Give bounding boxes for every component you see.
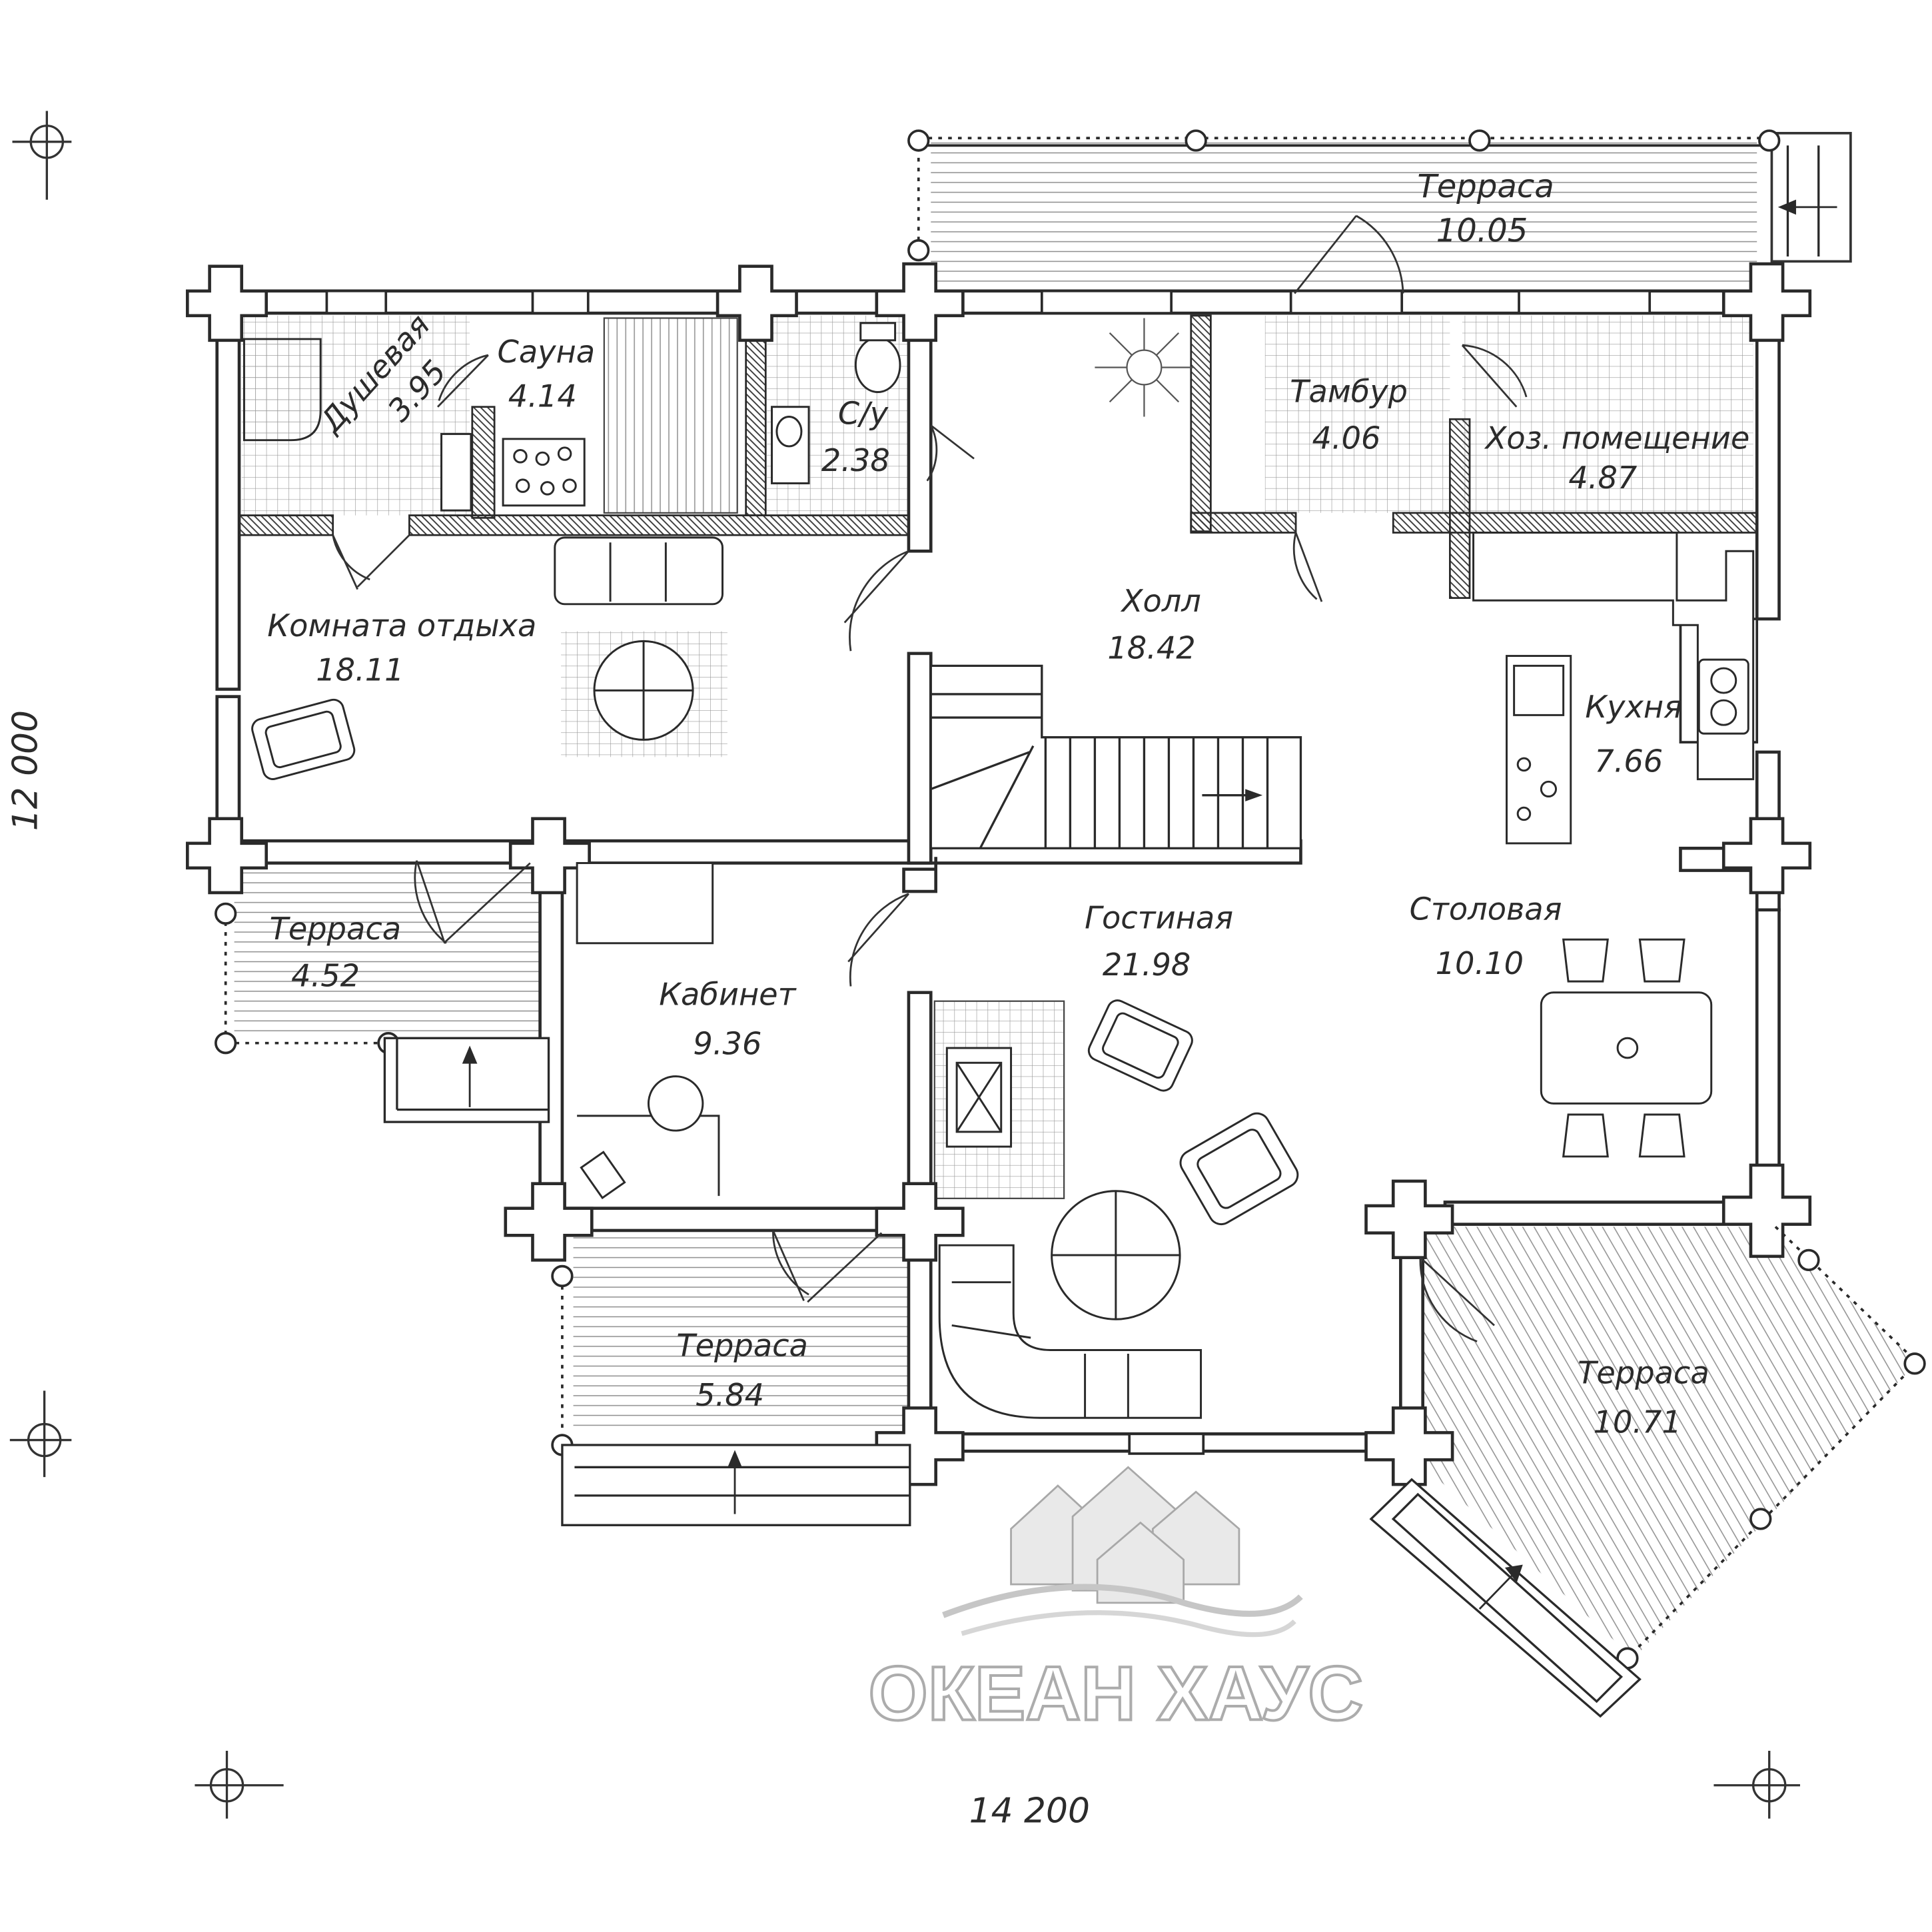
- shower-sink-icon: [440, 432, 472, 512]
- utility-floor: [1462, 315, 1753, 513]
- railing-posts: [215, 129, 1926, 1670]
- room-area: 10.10: [1436, 945, 1524, 981]
- house-logo-icon: [1010, 1466, 1240, 1604]
- terrace-bottom-floor: [573, 1226, 913, 1430]
- room-area: 4.52: [291, 958, 360, 994]
- terrace-top-floor: [931, 138, 1757, 289]
- brand-logo: ОКЕАН ХАУС: [867, 1466, 1364, 1738]
- crosshair-icon: [9, 1390, 72, 1478]
- room-name: Терраса: [270, 911, 402, 947]
- height-dimension: 12 000: [6, 710, 46, 831]
- study-chair-icon: [647, 1075, 704, 1132]
- living-armchair-icon: [1087, 999, 1193, 1092]
- shower-tray-icon: [242, 338, 322, 442]
- living-armchair-icon: [1179, 1112, 1299, 1226]
- room-area: 18.42: [1107, 630, 1195, 666]
- vestibule-floor: [1264, 315, 1450, 513]
- inner-partitions: [238, 314, 1758, 599]
- stair-arrow-icon: [1245, 789, 1263, 801]
- terrace-top-steps: [1770, 132, 1852, 263]
- room-area: 21.98: [1103, 947, 1191, 983]
- room-area: 7.66: [1594, 743, 1663, 779]
- steps: [383, 145, 1820, 1718]
- study-corner-desk-icon: [577, 1115, 720, 1197]
- sauna-stove-icon: [502, 438, 586, 507]
- room-name: Комната отдыха: [267, 608, 536, 644]
- room-name: Кухня: [1585, 689, 1682, 725]
- axis-markers: [9, 111, 1800, 1819]
- dining-chair-icon: [1562, 1113, 1609, 1158]
- room-name: Столовая: [1410, 891, 1562, 927]
- lounge-sofa-icon: [554, 536, 724, 606]
- terrace-right-floor: [1412, 1226, 1917, 1659]
- room-name: Сауна: [498, 334, 596, 370]
- room-name: С/у: [838, 396, 889, 432]
- brand-name: ОКЕАН ХАУС: [869, 1652, 1364, 1737]
- room-area: 5.84: [696, 1377, 764, 1413]
- crosshair-icon: [12, 111, 72, 200]
- room-name: Тамбур: [1290, 373, 1408, 409]
- crosshair-icon: [1713, 1750, 1800, 1819]
- room-area: 10.05: [1436, 213, 1528, 250]
- room-name: Гостиная: [1085, 900, 1233, 936]
- lounge-armchair-icon: [251, 698, 356, 780]
- dining-chair-icon: [1638, 1113, 1686, 1158]
- room-name: Терраса: [1578, 1354, 1709, 1390]
- room-labels: Терраса 10.05 Душевая 3.95 Сауна 4.14 С/…: [267, 168, 1749, 1440]
- room-area: 9.36: [693, 1025, 761, 1061]
- log-corners: [185, 262, 1812, 1486]
- study-desk-icon: [576, 861, 714, 945]
- terrace-railings: [224, 137, 1919, 1660]
- plant-icon: [1095, 318, 1194, 417]
- room-area: 2.38: [821, 442, 890, 478]
- room-name: Терраса: [1417, 168, 1554, 205]
- room-area: 4.14: [508, 378, 577, 414]
- room-area: 4.06: [1312, 420, 1380, 456]
- room-name: Хоз. помещение: [1484, 420, 1750, 456]
- corner-sofa-icon: [938, 1244, 1203, 1419]
- stove-icon: [1513, 664, 1565, 716]
- toilet-icon: [854, 336, 901, 393]
- room-area: 10.71: [1593, 1404, 1681, 1440]
- step-arrows: [462, 199, 1837, 1610]
- room-area: 4.87: [1568, 460, 1637, 496]
- room-name: Терраса: [676, 1328, 808, 1364]
- room-name: Кабинет: [659, 976, 797, 1012]
- fixtures: [242, 318, 1755, 1419]
- doors: [332, 215, 1528, 1342]
- terrace-left-floor: [234, 869, 549, 1036]
- dining-chair-icon: [1638, 938, 1686, 983]
- dining-chair-icon: [1562, 938, 1609, 983]
- width-dimension: 14 200: [969, 1791, 1090, 1831]
- kitchen-counter-icon: [1472, 532, 1755, 781]
- room-name: Холл: [1121, 583, 1201, 619]
- staircase: [929, 664, 1302, 849]
- room-area: 18.11: [316, 652, 404, 688]
- wave-logo-icon: [942, 1584, 1303, 1618]
- crosshair-icon: [195, 1750, 284, 1819]
- sauna-bench: [603, 317, 738, 514]
